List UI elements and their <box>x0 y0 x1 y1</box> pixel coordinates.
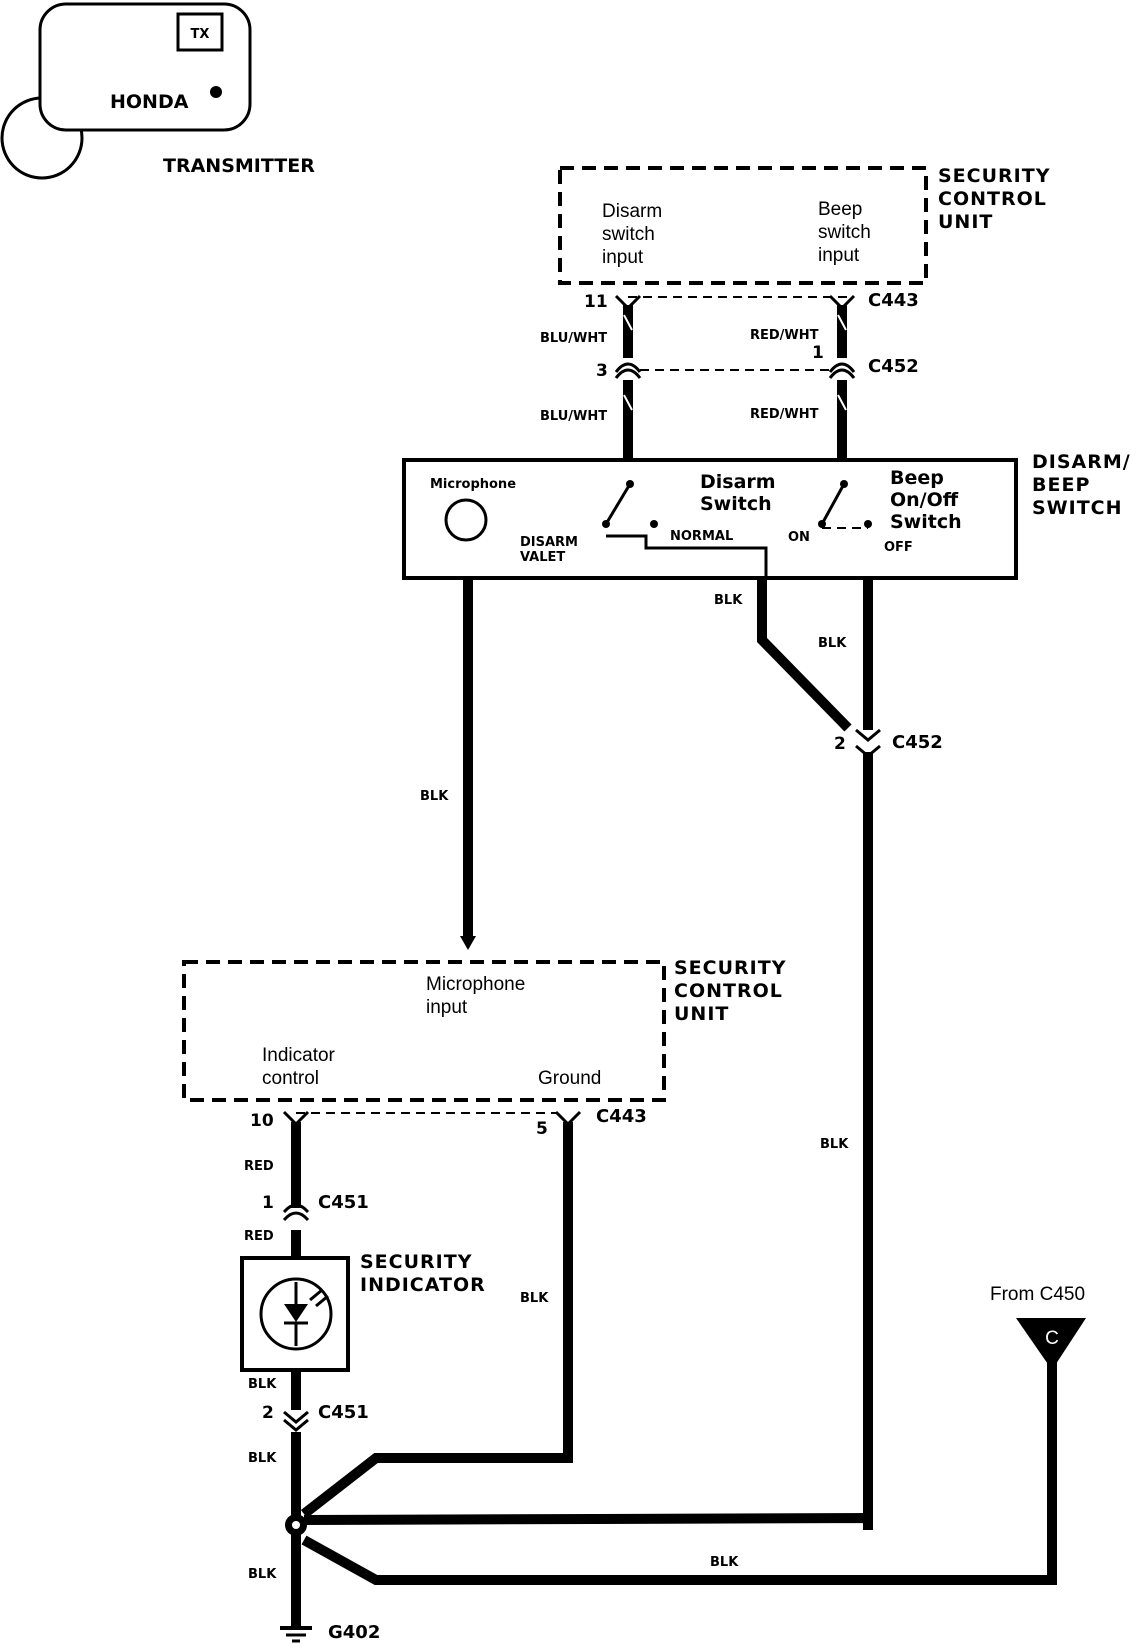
beep-off-contact <box>864 520 872 528</box>
microphone-label: Microphone <box>430 477 516 492</box>
pin-5: 5 <box>536 1119 548 1139</box>
c452-mid-label: C452 <box>892 732 943 753</box>
transmitter-label: TRANSMITTER <box>163 155 315 177</box>
led-dot-icon <box>210 86 222 98</box>
disarm-switch-input-label: Disarm switch input <box>602 201 667 268</box>
c452-top-label: C452 <box>868 356 919 377</box>
blk-c450-wire: BLK <box>710 1555 739 1570</box>
c443-bottom-label: C443 <box>596 1106 647 1127</box>
indicator-wires <box>291 1122 1057 1630</box>
pin-3: 3 <box>596 361 608 381</box>
c451-connector-2 <box>283 1410 309 1432</box>
disarm-beep-switch-title: DISARM/ BEEP SWITCH <box>1032 451 1136 519</box>
brand-label: HONDA <box>110 91 189 113</box>
wire-blu-wht-upper: BLU/WHT <box>540 331 607 346</box>
red-wire-2: RED <box>244 1229 274 1244</box>
wire-blu-wht-lower: BLU/WHT <box>540 409 607 424</box>
beep-on-contact <box>818 520 826 528</box>
c452-top-connector <box>614 362 856 379</box>
c451-connector-1 <box>282 1203 310 1222</box>
pin-1-c451: 1 <box>262 1193 274 1213</box>
blk-indicator-1: BLK <box>248 1377 277 1392</box>
microphone-icon <box>444 498 488 542</box>
c443-top-connector <box>614 294 856 311</box>
pin-2-c451: 2 <box>262 1403 274 1423</box>
indicator-control-label: Indicator control <box>262 1045 340 1089</box>
blk-switch-right: BLK <box>818 636 847 651</box>
c443-top-label: C443 <box>868 290 919 311</box>
wire-red-wht-upper: RED/WHT <box>750 328 819 343</box>
c452-mid-connector <box>855 728 881 758</box>
switch-box <box>402 458 1018 580</box>
microphone-input-label: Microphone input <box>426 974 531 1018</box>
pin-2-mid: 2 <box>834 734 846 754</box>
from-c450-label: From C450 <box>990 1284 1085 1305</box>
from-c450: From C450 C <box>990 1284 1086 1370</box>
pin-10: 10 <box>250 1111 274 1131</box>
scu-top-box <box>558 166 928 285</box>
pin-11: 11 <box>584 292 608 312</box>
security-indicator-title: SECURITY INDICATOR <box>360 1251 486 1296</box>
transmitter: TX HONDA TRANSMITTER <box>0 2 315 180</box>
pin-1-top: 1 <box>812 343 824 363</box>
disarm-valet-label: DISARM VALET <box>520 535 583 565</box>
disarm-valet-contact <box>602 520 610 528</box>
security-indicator <box>240 1256 350 1372</box>
normal-contact <box>650 520 658 528</box>
blk-mic-wire: BLK <box>420 789 449 804</box>
on-label: ON <box>788 530 810 545</box>
c450-triangle-icon <box>1016 1318 1086 1370</box>
scu-top-title: SECURITY CONTROL UNIT <box>938 165 1058 233</box>
scu-bottom: Microphone input Indicator control Groun… <box>182 957 794 1102</box>
mid-wires <box>460 578 873 1530</box>
led-icon <box>284 1304 308 1322</box>
scu-top: Disarm switch input Beep switch input SE… <box>558 165 1058 312</box>
g402-label: G402 <box>328 1622 380 1643</box>
disarm-switch-label: Disarm Switch <box>700 471 782 515</box>
ground-label: Ground <box>538 1068 601 1089</box>
blk-ground-wire: BLK <box>520 1291 549 1306</box>
scu-bottom-box <box>182 960 666 1102</box>
ground-icon <box>280 1626 312 1643</box>
normal-label: NORMAL <box>670 529 733 544</box>
c451-label-2: C451 <box>318 1402 369 1423</box>
led-circle <box>259 1277 333 1351</box>
beep-switch-input-label: Beep switch input <box>818 199 876 266</box>
off-label: OFF <box>884 540 913 555</box>
blk-ground-lead: BLK <box>248 1567 277 1582</box>
c450-letter: C <box>1045 1328 1059 1349</box>
tx-label: TX <box>191 27 210 42</box>
blk-indicator-2: BLK <box>248 1451 277 1466</box>
c451-label-1: C451 <box>318 1192 369 1213</box>
disarm-beep-switch: Microphone Disarm Switch DISARM VALET NO… <box>402 451 1136 580</box>
beep-switch-label: Beep On/Off Switch <box>890 467 965 533</box>
red-wire-1: RED <box>244 1159 274 1174</box>
wire-red-wht-lower: RED/WHT <box>750 407 819 422</box>
scu-bottom-title: SECURITY CONTROL UNIT <box>674 957 794 1025</box>
tx-button <box>176 12 224 52</box>
top-wires <box>623 305 847 460</box>
blk-switch-left: BLK <box>714 593 743 608</box>
blk-long-wire: BLK <box>820 1137 849 1152</box>
